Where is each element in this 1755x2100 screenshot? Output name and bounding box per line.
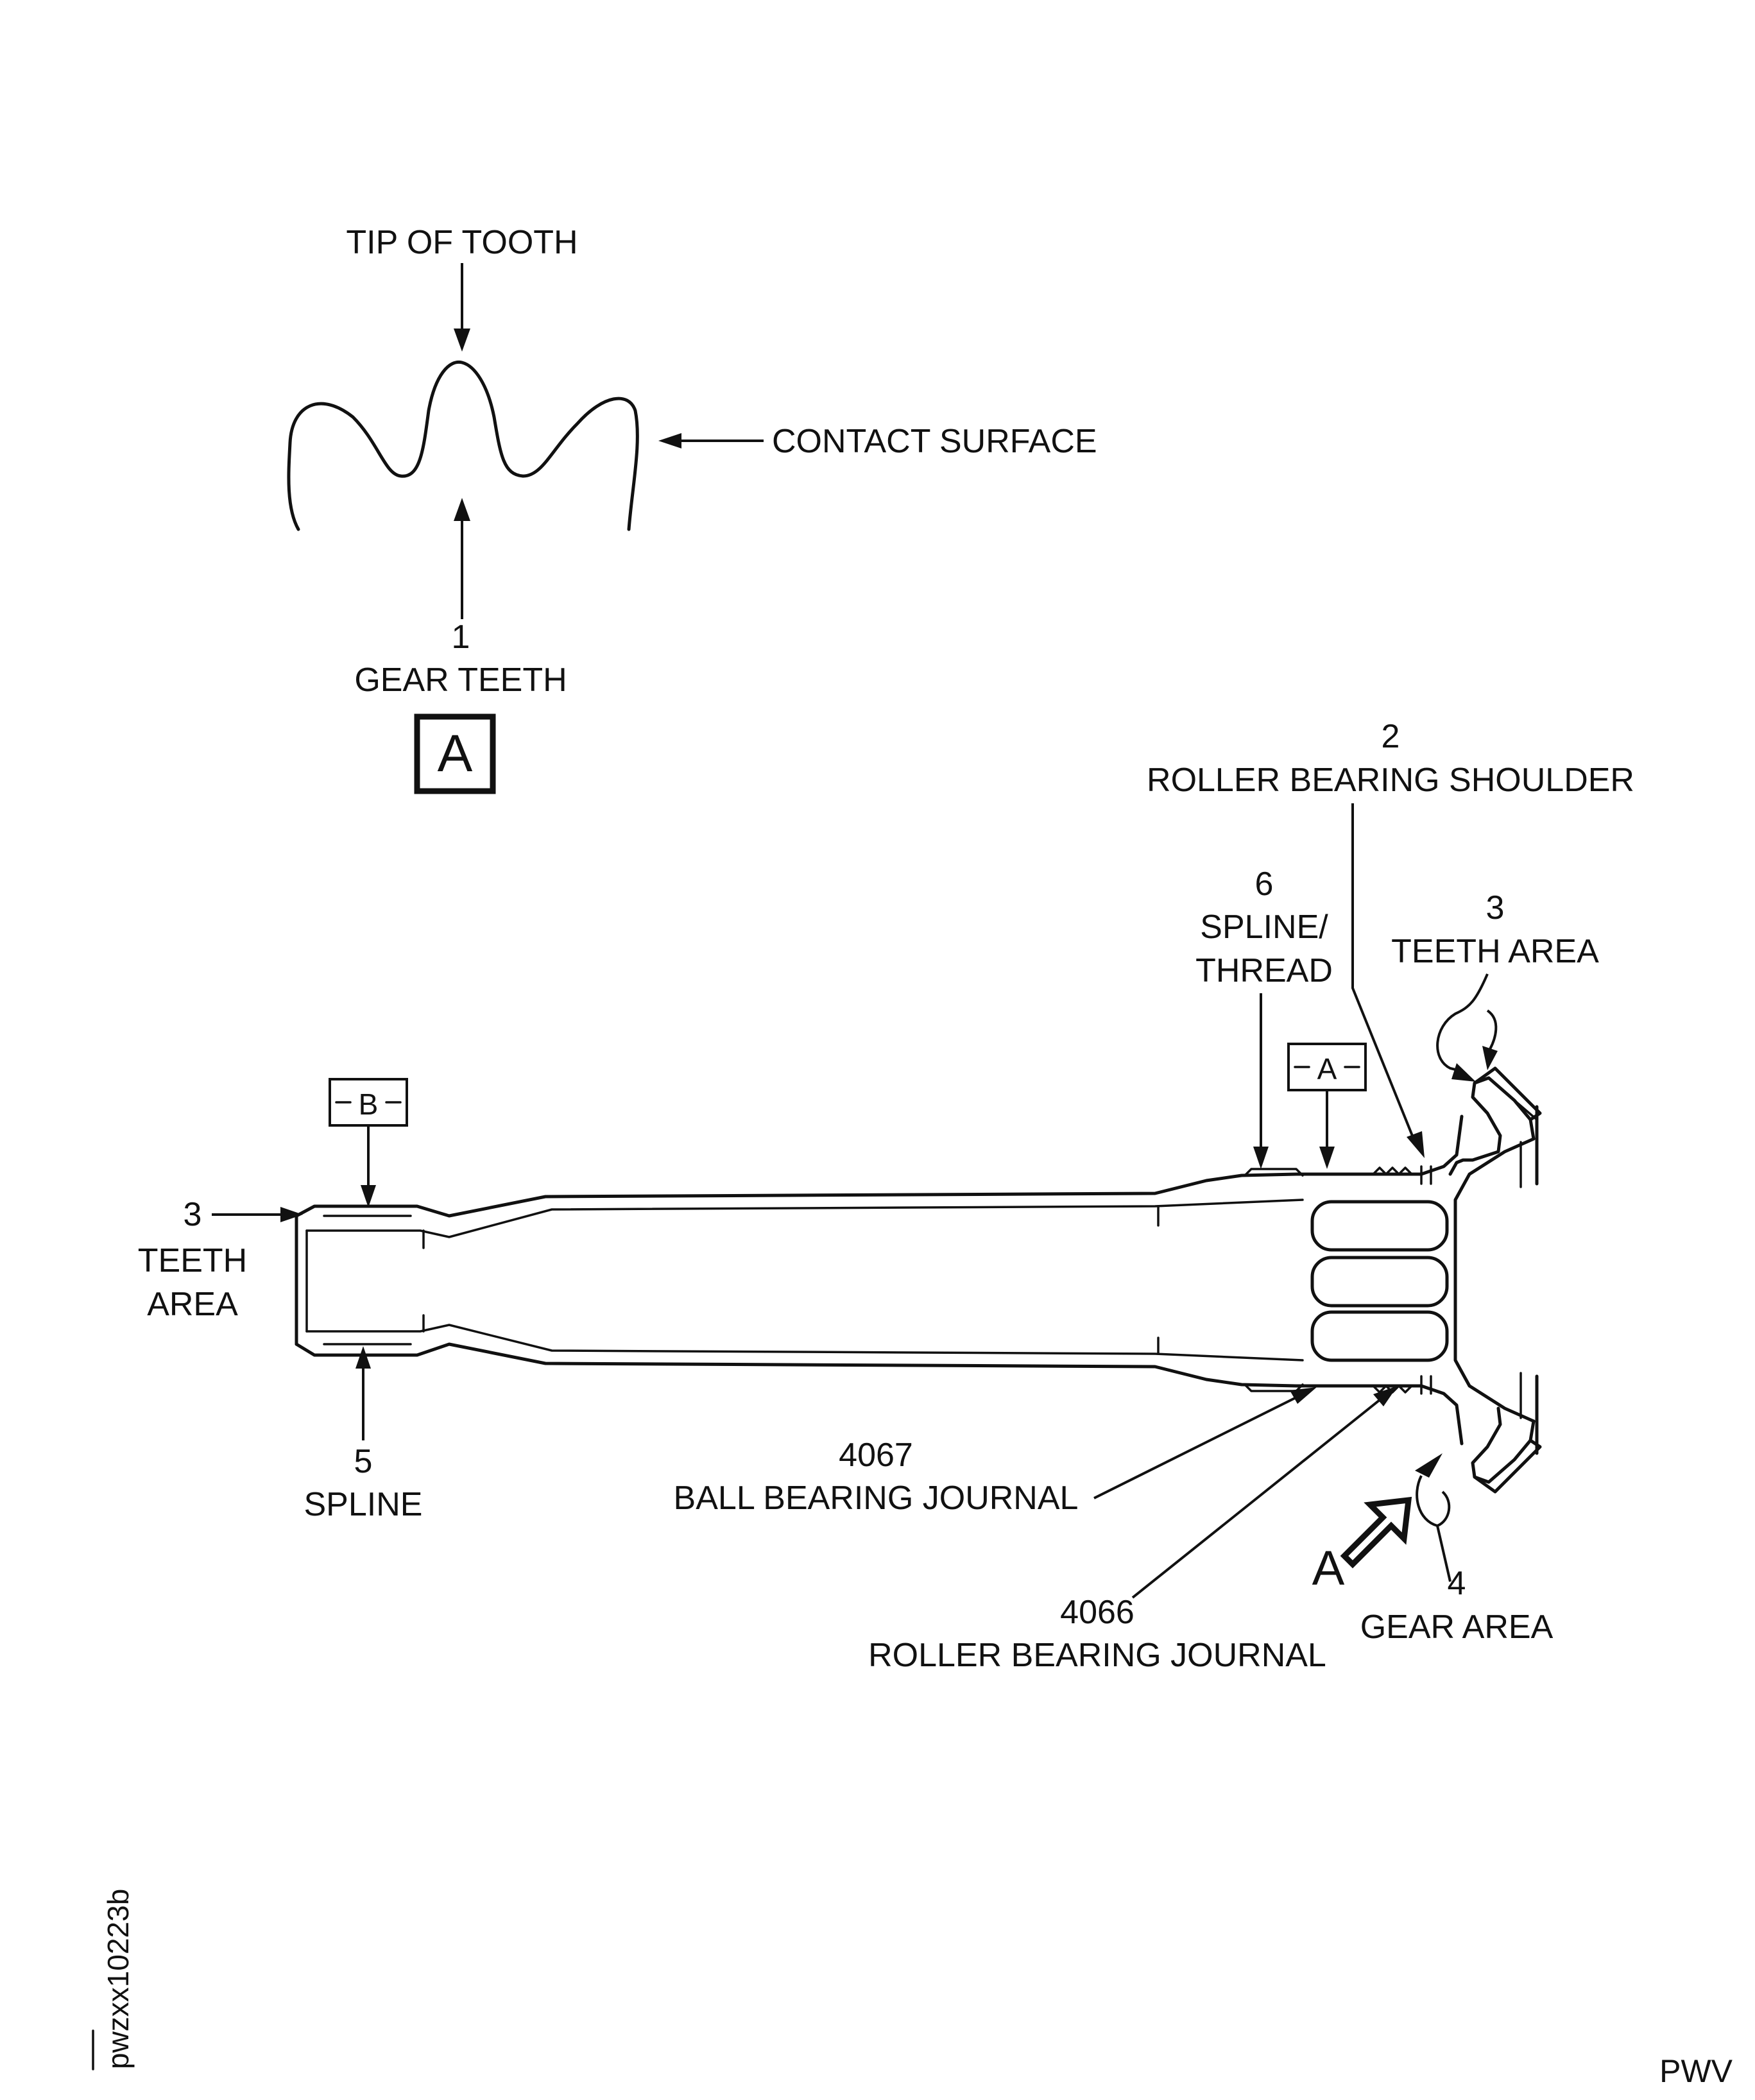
roller-bearing-journal-number: 4066 [1060, 1594, 1134, 1631]
roller-bearing-journal-label: ROLLER BEARING JOURNAL [868, 1637, 1326, 1674]
hub-slot-upper [1310, 1200, 1449, 1252]
ball-bearing-label: BALL BEARING JOURNAL [674, 1480, 1079, 1517]
hub-slot-lower [1310, 1310, 1449, 1362]
view-arrow-letter: A [1312, 1541, 1345, 1596]
roller-bearing-shoulder-number: 2 [1382, 718, 1400, 755]
gear-tooth-profile [287, 360, 639, 531]
shaft-upper-outline [295, 1114, 1464, 1218]
gear-flange-upper [1448, 1076, 1536, 1423]
footer: pwzxx10223b PWV [92, 1889, 1733, 2089]
tip-of-tooth-label: TIP OF TOOTH [346, 224, 578, 261]
gear-area-number: 4 [1448, 1565, 1466, 1602]
view-a-arrow [1340, 1496, 1412, 1569]
datum-b-box [329, 1078, 408, 1127]
teeth-area-left-line1: TEETH [138, 1242, 247, 1279]
shaft-callouts: 2 ROLLER BEARING SHOULDER 6 SPLINE/ THRE… [138, 718, 1634, 1674]
spline-thread-number: 6 [1255, 866, 1274, 903]
teeth-area-right-label: TEETH AREA [1391, 933, 1599, 970]
roller-bearing-shoulder-label: ROLLER BEARING SHOULDER [1147, 762, 1634, 799]
ball-bearing-number: 4067 [839, 1437, 913, 1474]
spline-label: SPLINE [304, 1486, 423, 1523]
shaft-lower-outline [295, 1342, 1464, 1446]
document-code: PWV [1659, 2053, 1733, 2089]
teeth-area-left-number: 3 [184, 1196, 202, 1233]
gear-teeth-label: GEAR TEETH [354, 662, 567, 699]
spline-thread-line1: SPLINE/ [1200, 909, 1328, 946]
detail-a-gear-teeth: TIP OF TOOTH CONTACT SURFACE 1 GEAR TEET… [287, 224, 1097, 794]
figure-id: pwzxx10223b [101, 1889, 135, 2069]
teeth-area-right-number: 3 [1486, 889, 1505, 926]
gear-area-label: GEAR AREA [1360, 1609, 1554, 1646]
spline-thread-line2: THREAD [1195, 952, 1333, 989]
contact-surface-label: CONTACT SURFACE [772, 423, 1097, 460]
datum-a-label: A [1317, 1052, 1337, 1086]
shaft-drawing [295, 1066, 1542, 1494]
teeth-area-left-line2: AREA [147, 1286, 238, 1323]
datum-a-box [1287, 1043, 1367, 1091]
view-a-tag-box [414, 713, 496, 794]
spline-number: 5 [354, 1443, 373, 1480]
gear-flange-lower [1471, 1406, 1536, 1484]
hub-slot-middle [1310, 1256, 1449, 1308]
view-a-tag: A [438, 724, 473, 783]
datum-b-label: B [359, 1088, 379, 1121]
gear-teeth-number: 1 [452, 619, 470, 656]
